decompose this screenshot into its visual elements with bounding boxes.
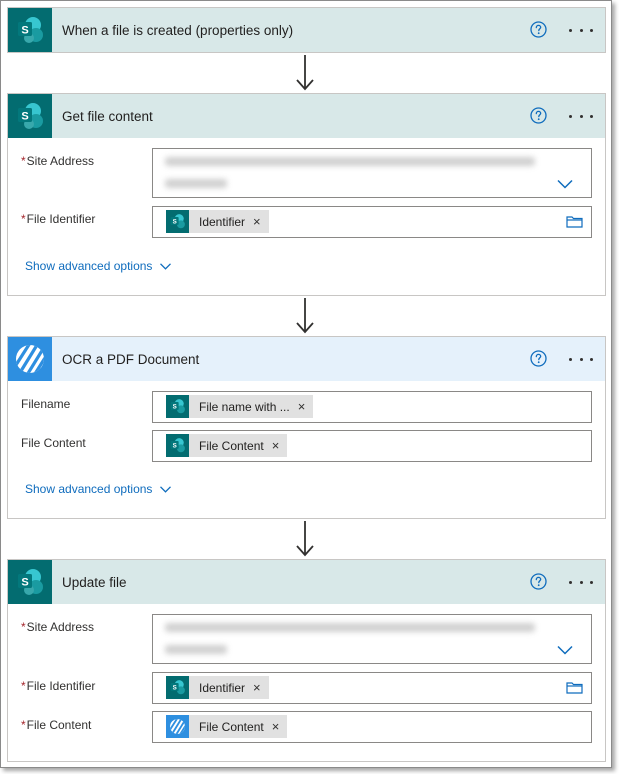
chevron-down-icon — [160, 485, 172, 493]
sharepoint-icon: S — [166, 395, 189, 418]
dynamic-content-token[interactable]: File Content × — [166, 715, 288, 738]
sharepoint-icon: S — [8, 560, 52, 604]
file-content-label: *File Content — [21, 718, 92, 732]
svg-text:S: S — [173, 218, 177, 225]
token-label: File Content — [199, 719, 264, 734]
step-title: OCR a PDF Document — [62, 351, 200, 367]
filename-label: Filename — [21, 397, 71, 411]
remove-token-icon[interactable]: × — [297, 399, 306, 414]
chevron-down-icon[interactable] — [557, 179, 573, 189]
svg-text:S: S — [21, 25, 28, 37]
help-icon[interactable] — [530, 350, 547, 367]
filename-input[interactable]: S File name with ... × — [152, 391, 592, 423]
token-label: Identifier — [199, 680, 246, 695]
step-title: When a file is created (properties only) — [62, 22, 294, 38]
site-address-dropdown[interactable] — [152, 148, 592, 198]
advanced-options-label: Show advanced options — [25, 259, 153, 273]
more-options-icon[interactable] — [569, 573, 593, 591]
step-header[interactable]: S When a file is created (properties onl… — [8, 8, 605, 52]
sharepoint-icon: S — [8, 8, 52, 52]
site-address-dropdown[interactable] — [152, 614, 592, 664]
more-options-icon[interactable] — [569, 350, 593, 368]
ocr-icon — [8, 337, 52, 381]
sharepoint-icon: S — [8, 94, 52, 138]
folder-icon[interactable] — [566, 215, 583, 228]
help-icon[interactable] — [530, 21, 547, 38]
flow-arrow-icon — [296, 55, 314, 91]
flow-arrow-icon — [296, 298, 314, 334]
svg-text:S: S — [173, 684, 177, 691]
step-header[interactable]: S Update file — [8, 560, 605, 604]
sharepoint-icon: S — [166, 676, 189, 699]
site-address-label: *Site Address — [21, 620, 95, 634]
step-card-trigger[interactable]: S When a file is created (properties onl… — [7, 7, 606, 53]
dynamic-content-token[interactable]: S File Content × — [166, 434, 288, 457]
token-label: File Content — [199, 438, 264, 453]
file-identifier-input[interactable]: S Identifier × — [152, 672, 592, 704]
more-options-icon[interactable] — [569, 107, 593, 125]
svg-text:S: S — [21, 111, 28, 123]
help-icon[interactable] — [530, 573, 547, 590]
step-header[interactable]: OCR a PDF Document — [8, 337, 605, 381]
sharepoint-icon: S — [166, 434, 189, 457]
step-title: Get file content — [62, 108, 153, 124]
step-header[interactable]: S Get file content — [8, 94, 605, 138]
show-advanced-options-link[interactable]: Show advanced options — [25, 482, 172, 496]
dynamic-content-token[interactable]: S Identifier × — [166, 676, 269, 699]
remove-token-icon[interactable]: × — [271, 438, 280, 453]
svg-text:S: S — [21, 577, 28, 589]
show-advanced-options-link[interactable]: Show advanced options — [25, 259, 172, 273]
step-card-get-file-content[interactable]: S Get file content *Site Address *File I… — [7, 93, 606, 296]
step-title: Update file — [62, 574, 127, 590]
flow-arrow-icon — [296, 521, 314, 557]
help-icon[interactable] — [530, 107, 547, 124]
ocr-icon — [166, 715, 189, 738]
remove-token-icon[interactable]: × — [271, 719, 280, 734]
chevron-down-icon — [160, 262, 172, 270]
svg-text:S: S — [173, 442, 177, 449]
file-content-input[interactable]: S File Content × — [152, 430, 592, 462]
file-identifier-input[interactable]: S Identifier × — [152, 206, 592, 238]
token-label: Identifier — [199, 214, 246, 229]
file-identifier-label: *File Identifier — [21, 212, 96, 226]
site-address-label: *Site Address — [21, 154, 95, 168]
dynamic-content-token[interactable]: S File name with ... × — [166, 395, 314, 418]
file-identifier-label: *File Identifier — [21, 679, 96, 693]
step-card-update-file[interactable]: S Update file *Site Address *File Identi… — [7, 559, 606, 762]
token-label: File name with ... — [199, 399, 290, 414]
remove-token-icon[interactable]: × — [253, 680, 261, 695]
more-options-icon[interactable] — [569, 21, 593, 39]
remove-token-icon[interactable]: × — [253, 214, 261, 229]
svg-text:S: S — [173, 403, 177, 410]
step-card-ocr-pdf[interactable]: OCR a PDF Document Filename S F — [7, 336, 606, 519]
advanced-options-label: Show advanced options — [25, 482, 153, 496]
dynamic-content-token[interactable]: S Identifier × — [166, 210, 269, 233]
file-content-input[interactable]: File Content × — [152, 711, 592, 743]
chevron-down-icon[interactable] — [557, 645, 573, 655]
folder-icon[interactable] — [566, 681, 583, 694]
sharepoint-icon: S — [166, 210, 189, 233]
file-content-label: File Content — [21, 436, 86, 450]
